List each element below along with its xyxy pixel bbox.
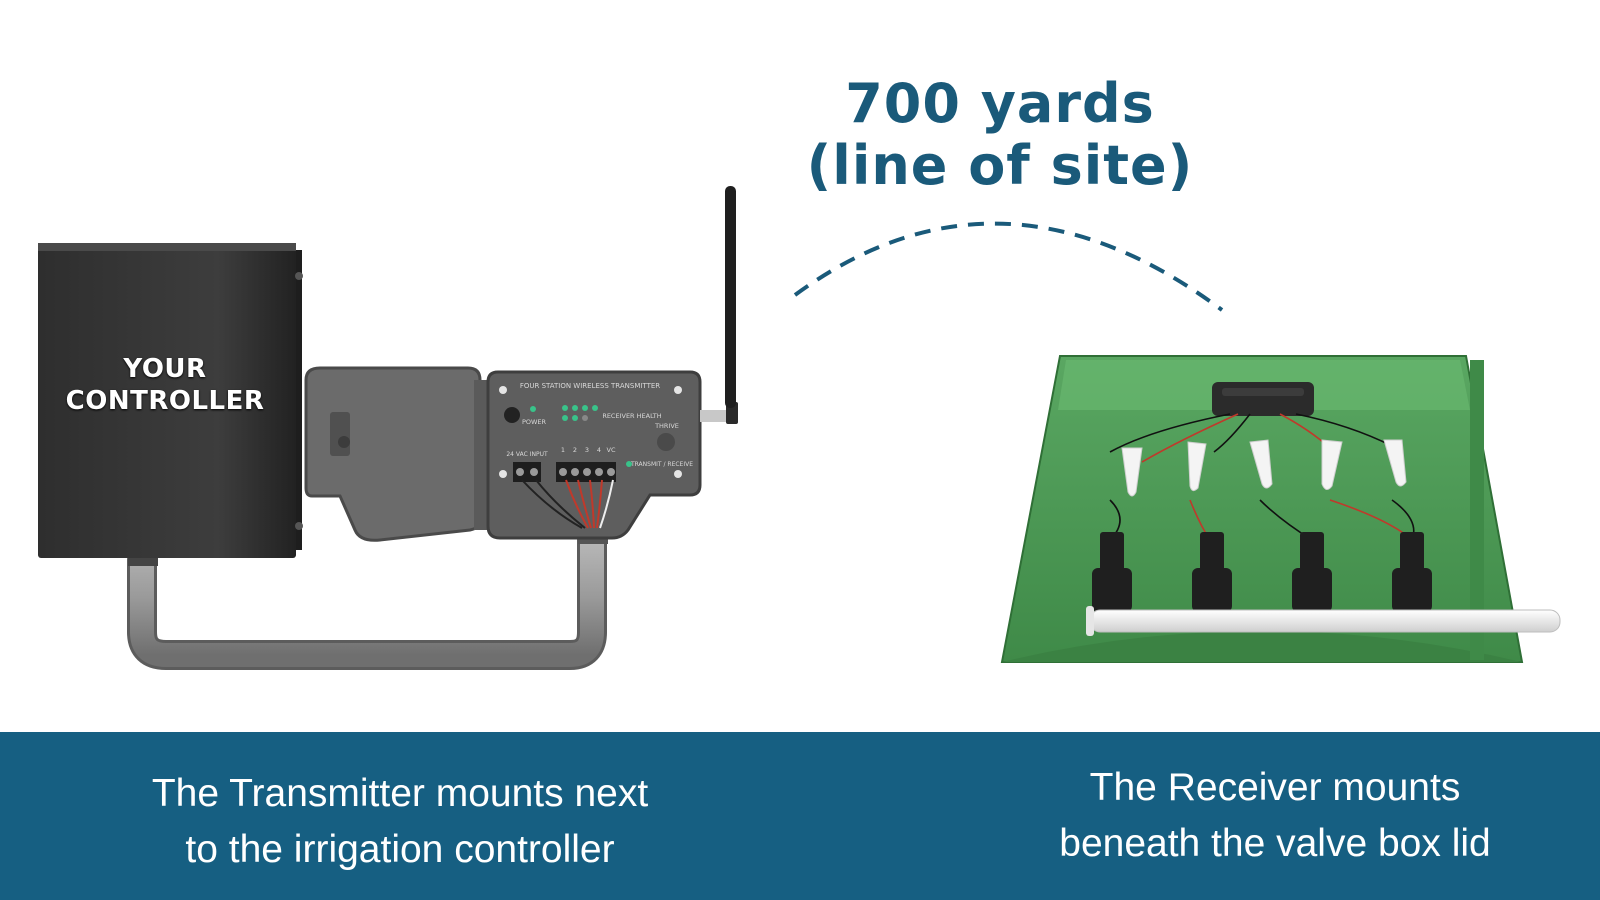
transmitter-wires [521,479,614,529]
transmitter-caption: The Transmitter mounts next to the irrig… [70,766,730,878]
receiver-caption-line2: beneath the valve box lid [1059,822,1491,865]
station-terminals [556,462,616,482]
wire-connectors [1121,439,1407,497]
valve-1 [1092,532,1132,612]
transmitter-body [486,186,738,540]
receiver-health-leds [562,405,598,421]
controller-label-line1: YOUR [123,354,207,384]
receiver-caption-line1: The Receiver mounts [1089,766,1461,809]
transmitter-caption-line2: to the irrigation controller [185,828,615,871]
signal-arc [793,221,1224,312]
transmitter-caption-line1: The Transmitter mounts next [151,772,649,815]
valve-2 [1192,532,1232,612]
antenna [700,186,738,424]
valve-3 [1292,532,1332,612]
caption-band: The Transmitter mounts next to the irrig… [0,732,1600,900]
controller-label: YOUR CONTROLLER [40,353,290,417]
controller-box [38,243,303,558]
transmitter-lid [304,366,488,542]
valve-4 [1392,532,1432,612]
controller-label-line2: CONTROLLER [65,386,265,416]
receiver-caption: The Receiver mounts beneath the valve bo… [945,760,1600,872]
range-distance: 700 yards [845,72,1155,135]
receiver-unit [1212,382,1314,416]
input-terminals [513,462,541,482]
range-note: (line of site) [806,134,1194,197]
solenoid-valves [1092,532,1432,612]
pvc-pipe [1086,606,1561,636]
